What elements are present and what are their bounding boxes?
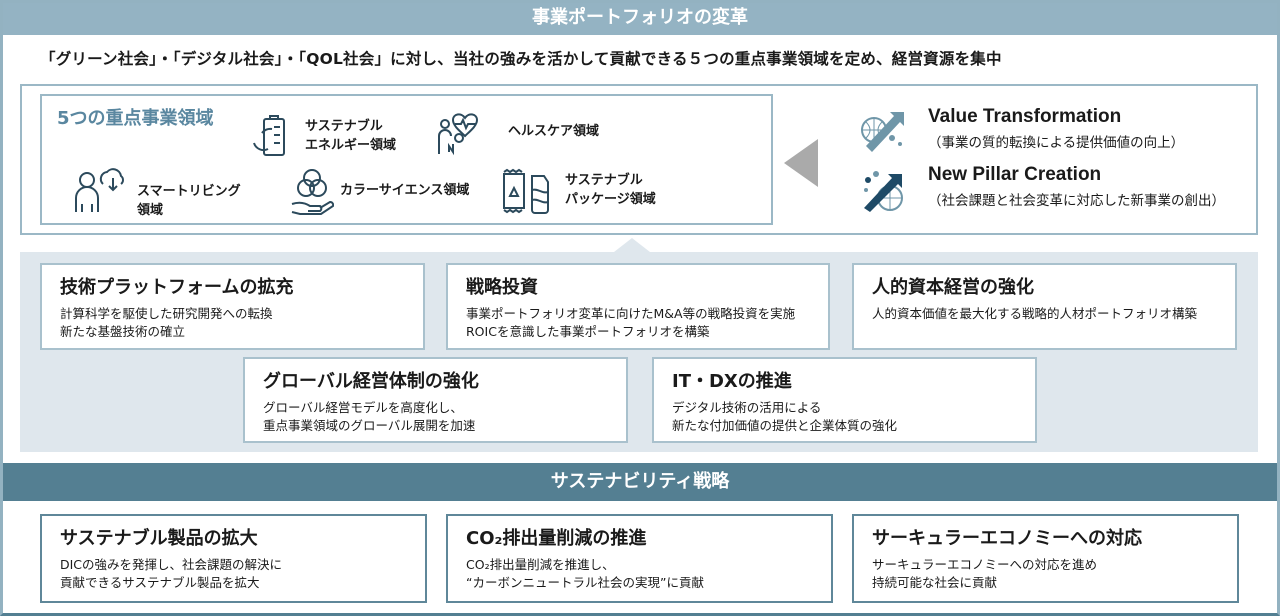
label-line: スマートリビング [137, 184, 241, 199]
box-line: DICの強みを発揮し、社会課題の解決に [60, 557, 283, 572]
sustainable-products: サステナブル製品の拡大 DICの強みを発揮し、社会課題の解決に貢献できるサステナブ… [40, 514, 427, 603]
box-title: サーキュラーエコノミーへの対応 [872, 528, 1142, 549]
healthcare-icon [438, 113, 479, 156]
intro-text: 「グリーン社会」・「デジタル社会」・「QOL社会」に対し、当社の強みを活かして貢… [40, 50, 1002, 68]
energy-cycle-icon [253, 115, 285, 156]
box-line: 計算科学を駆使した研究開発への転換 [60, 306, 273, 321]
focus-item-smart-living: スマートリビング領域 [137, 182, 241, 220]
vt-title: Value Transformation [928, 106, 1122, 127]
value-transformation: Value Transformation （事業の質的転換による提供価値の向上） [928, 106, 1184, 151]
box-line: CO₂排出量削減を推進し、 [466, 557, 615, 572]
box-line: 事業ポートフォリオ変革に向けたM&A等の戦略投資を実施 [466, 306, 796, 321]
box-line: “カーボンニュートラル社会の実現”に貢献 [466, 575, 704, 590]
focus-item-energy: サステナブルエネルギー領域 [305, 117, 396, 155]
sustainability-header: サステナビリティ戦略 [0, 463, 1280, 501]
co2-reduction: CO₂排出量削減の推進 CO₂排出量削減を推進し、 “カーボンニュートラル社会の実現… [446, 514, 833, 603]
left-arrow-icon [784, 139, 818, 187]
box-title: サステナブル製品の拡大 [60, 528, 258, 549]
circular-economy: サーキュラーエコノミーへの対応サーキュラーエコノミーへの対応を進め持続可能な社会… [852, 514, 1239, 603]
vt-subtitle: （事業の質的転換による提供価値の向上） [928, 135, 1185, 151]
strategy-global: グローバル経営体制の強化グローバル経営モデルを高度化し、重点事業領域のグローバル… [243, 357, 628, 443]
focus-areas-box [40, 94, 773, 225]
color-science-icon [291, 169, 334, 215]
focus-areas-title: 5つの重点事業領域 [57, 108, 214, 129]
strategy-investment: 戦略投資事業ポートフォリオ変革に向けたM&A等の戦略投資を実施 ROICを意識した… [446, 263, 830, 350]
box-title: CO₂排出量削減の推進 [466, 528, 647, 549]
portfolio-header: 事業ポートフォリオの変革 [0, 0, 1280, 35]
label-line: 領域 [137, 203, 164, 218]
pointer-notch [614, 238, 650, 252]
box-line: デジタル技術の活用による [672, 400, 822, 415]
focus-panel [20, 84, 1258, 235]
strategy-tech-platform: 技術プラットフォームの拡充計算科学を駆使した研究開発への転換新たな基盤技術の確立 [40, 263, 425, 350]
box-line: 人的資本価値を最大化する戦略的人材ポートフォリオ構築 [872, 306, 1198, 321]
box-title: 技術プラットフォームの拡充 [60, 277, 294, 298]
box-line: 新たな付加価値の提供と企業体質の強化 [672, 418, 898, 433]
new-pillar-creation: New Pillar Creation （社会課題と社会変革に対応した新事業の創出… [928, 164, 1225, 209]
focus-item-healthcare: ヘルスケア領域 [508, 124, 600, 139]
focus-item-color-science: カラーサイエンス領域 [340, 183, 470, 198]
npc-subtitle: （社会課題と社会変革に対応した新事業の創出） [928, 193, 1225, 209]
box-title: IT・DXの推進 [672, 371, 792, 392]
box-line: ROICを意識した事業ポートフォリオを構築 [466, 324, 710, 339]
label-line: サステナブル [565, 173, 643, 188]
box-title: グローバル経営体制の強化 [263, 371, 479, 392]
label-line: サステナブル [305, 119, 383, 134]
box-title: 戦略投資 [466, 277, 538, 298]
box-title: 人的資本経営の強化 [872, 277, 1034, 298]
label-line: エネルギー領域 [305, 138, 397, 153]
new-pillar-icon [864, 171, 903, 212]
box-line: グローバル経営モデルを高度化し、 [263, 400, 463, 415]
box-line: 持続可能な社会に貢献 [872, 575, 998, 590]
box-line: 重点事業領域のグローバル展開を加速 [263, 418, 476, 433]
smart-living-icon [75, 168, 124, 212]
npc-title: New Pillar Creation [928, 164, 1102, 185]
focus-item-package: サステナブルパッケージ領域 [565, 171, 656, 209]
value-transformation-icon [861, 112, 904, 152]
strategy-it-dx: IT・DXの推進デジタル技術の活用による新たな付加価値の提供と企業体質の強化 [652, 357, 1037, 443]
box-line: 新たな基盤技術の確立 [60, 324, 186, 339]
strategy-human-capital: 人的資本経営の強化人的資本価値を最大化する戦略的人材ポートフォリオ構築 [852, 263, 1237, 350]
box-line: 貢献できるサステナブル製品を拡大 [60, 575, 260, 590]
label-line: パッケージ領域 [565, 192, 656, 207]
box-line: サーキュラーエコノミーへの対応を進め [872, 557, 1098, 572]
package-icon [503, 168, 549, 214]
